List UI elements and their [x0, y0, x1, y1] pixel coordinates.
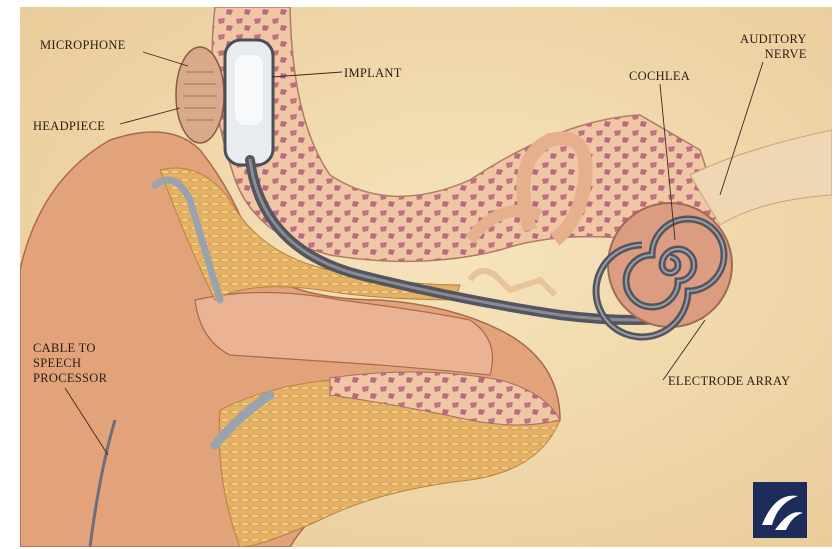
label-headpiece: HEADPIECE	[33, 119, 105, 134]
label-cochlea: COCHLEA	[629, 69, 690, 84]
label-implant: IMPLANT	[344, 66, 402, 81]
label-electrode-array: ELECTRODE ARRAY	[668, 374, 790, 389]
label-auditory-nerve: AUDITORY NERVE	[740, 32, 807, 62]
label-cable-to-speech-processor: CABLE TO SPEECH PROCESSOR	[33, 341, 107, 386]
cochlear-implant-illustration	[20, 7, 832, 547]
logo-icon	[753, 482, 807, 538]
label-microphone: MICROPHONE	[40, 38, 126, 53]
headpiece-shape	[176, 47, 224, 143]
